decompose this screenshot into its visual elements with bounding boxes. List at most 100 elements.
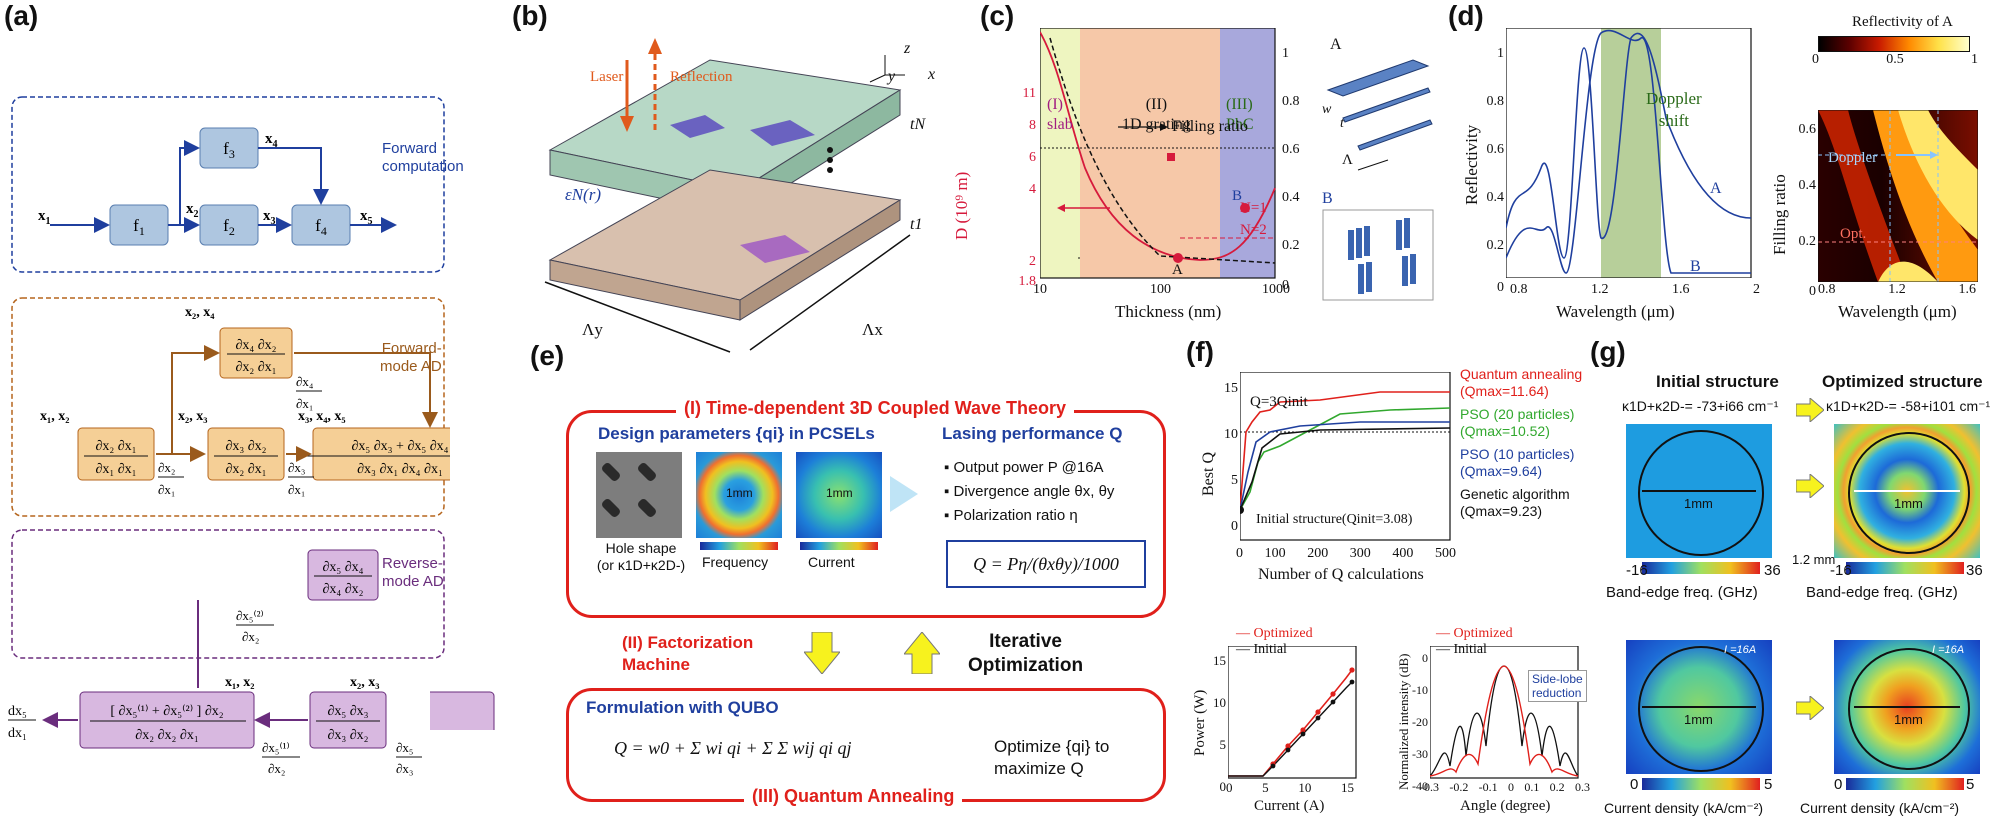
svg-text:∂x₁: ∂x₁: [288, 482, 305, 497]
forward-ad-label: Forward- mode AD: [380, 340, 442, 375]
forward-computation-label: Forward computation: [382, 140, 464, 175]
svg-text:f4: f4: [315, 216, 327, 238]
c-yticks-left: 11 8 6 4 2 1.8: [1018, 86, 1037, 289]
power-xticks: 0 5 10 15: [1226, 780, 1354, 795]
axis-y-label: y: [888, 68, 896, 85]
g-i16-opt: I =16A: [1932, 644, 1965, 656]
f-legend: Quantum annealing(Qmax=11.64) PSO (20 pa…: [1460, 366, 1582, 520]
panel-a-reverse-lower: [ ∂x₅⁽¹⁾ + ∂x₅⁽²⁾ ] ∂x₂ ∂x₂ ∂x₂ ∂x₁ ∂x₅ …: [8, 600, 422, 776]
mm-label-2: 1mm: [826, 486, 853, 500]
svg-text:x₂, x₃: x₂, x₃: [178, 409, 207, 424]
c-ylabel: D (10⁹ m): [952, 171, 971, 240]
hole-shape-label: Hole shape(or κ1D+κ2D-): [596, 540, 686, 573]
current-map: [796, 452, 882, 538]
c-region3: (III)PhC: [1226, 96, 1254, 133]
svg-text:∂x₅: ∂x₅: [396, 740, 413, 755]
f-xlabel: Number of Q calculations: [1258, 566, 1424, 583]
c-n1: N=1: [1240, 200, 1267, 216]
g-arrow-icon-1: [1795, 396, 1825, 427]
svg-text:x1: x1: [38, 208, 51, 227]
svg-text:∂x₂: ∂x₂: [242, 629, 259, 644]
svg-text:∂x₁: ∂x₁: [158, 482, 175, 497]
svg-text:[ ∂x₅⁽¹⁾ + ∂x₅⁽²⁾ ] ∂x₂: [ ∂x₅⁽¹⁾ + ∂x₅⁽²⁾ ] ∂x₂: [110, 704, 223, 719]
d-map-ylabel: Filling ratio: [1770, 174, 1789, 255]
d-map: [1818, 110, 1978, 282]
angle-xlabel: Angle (degree): [1460, 798, 1551, 814]
angle-xticks: -0.3 -0.2 -0.1 0 0.1 0.2 0.3: [1420, 780, 1590, 794]
power-legend: — Optimized — Initial: [1236, 626, 1313, 657]
svg-text:∂x₅ ∂x₄: ∂x₅ ∂x₄: [322, 560, 363, 575]
svg-text:∂x₄ ∂x₂: ∂x₄ ∂x₂: [235, 338, 276, 353]
panel-label-f: (f): [1186, 336, 1214, 367]
struct-b-label: B: [1322, 190, 1333, 207]
svg-text:∂x₅⁽¹⁾: ∂x₅⁽¹⁾: [262, 740, 290, 755]
reflection-label: Reflection: [670, 69, 733, 85]
d-curve-a: A: [1710, 180, 1722, 197]
f-yticks: 15 10 5 0: [1224, 381, 1238, 534]
g-band-tick-l2: -16: [1830, 562, 1852, 579]
panel-f-bestq-chart: [1240, 372, 1451, 541]
power-xlabel: Current (A): [1254, 798, 1325, 814]
svg-text:∂x₂ ∂x₂ ∂x₁: ∂x₂ ∂x₂ ∂x₁: [135, 728, 198, 743]
q-formula-box: Q = Pη/(θxθy)/1000: [946, 540, 1146, 588]
svg-text:x₁, x₂: x₁, x₂: [225, 675, 254, 690]
svg-text:x₃, x₄, x₅: x₃, x₄, x₅: [298, 409, 346, 424]
d-map-doppler: Doppler: [1828, 150, 1878, 166]
d-ylabel: Reflectivity: [1462, 124, 1481, 205]
svg-text:f2: f2: [223, 216, 235, 238]
g-mm-opt: 1mm: [1894, 496, 1923, 511]
g-arrow-icon-3: [1795, 694, 1825, 725]
d-curve-b: B: [1690, 258, 1701, 275]
c-xlabel: Thickness (nm): [1115, 302, 1222, 321]
svg-text:∂x₂ ∂x₁: ∂x₂ ∂x₁: [95, 439, 136, 454]
c-region2: (II)1D grating: [1122, 96, 1191, 133]
panel-label-d: (d): [1448, 0, 1484, 31]
d-map-opt: Opt.: [1840, 226, 1867, 242]
legend-pso20: PSO (20 particles)(Qmax=10.52): [1460, 406, 1575, 439]
d-yticks: 1 0.8 0.6 0.4 0.2 0: [1486, 46, 1505, 295]
panel-f-angle-chart: [1430, 646, 1579, 779]
legend-ga: Genetic algorithm(Qmax=9.23): [1460, 486, 1570, 519]
g-cur-tick-l2: 0: [1834, 776, 1843, 793]
panel-label-a: (a): [4, 0, 39, 31]
t1-label: t1: [910, 216, 923, 233]
g-cur-tick-r2: 5: [1966, 776, 1975, 793]
g-i16-init: I =16A: [1724, 644, 1757, 656]
d-xlabel: Wavelength (μm): [1556, 302, 1675, 321]
panel-label-e: (e): [530, 340, 565, 371]
svg-text:∂x₃: ∂x₃: [396, 761, 413, 776]
point-b-marker: [1240, 203, 1250, 213]
d-map-yticks: 0.6 0.4 0.2 0: [1798, 122, 1817, 299]
c-xtick-100: 100: [1150, 282, 1171, 297]
struct-lambda-label: Λ: [1342, 152, 1353, 168]
c-filling-ratio: Filling ratio: [1172, 118, 1248, 135]
g-mm-init: 1mm: [1684, 496, 1713, 511]
theory-title: (I) Time-dependent 3D Coupled Wave Theor…: [676, 398, 1075, 419]
panel-a-diagram: f3 f1 f2 f4 x1 x2 x4 x3 x5 ∂x₄ ∂x₂ ∂x₂ ∂…: [11, 96, 450, 659]
svg-text:∂x₃ ∂x₂: ∂x₃ ∂x₂: [225, 439, 266, 454]
struct-a-label: A: [1330, 36, 1342, 53]
panel-label-b: (b): [512, 0, 548, 31]
g-cur-cbar-2: [1846, 778, 1964, 790]
freq-label: Frequency: [702, 554, 769, 570]
up-arrow-icon: [902, 631, 942, 675]
current-label: Current: [808, 554, 855, 570]
f-ylabel: Best Q: [1200, 452, 1217, 496]
g-cur-tick-l1: 0: [1630, 776, 1639, 793]
panel-label-g: (g): [1590, 336, 1626, 367]
svg-text:dx₁: dx₁: [8, 726, 27, 741]
g-cur-label-1: Current density (kA/cm⁻²): [1604, 800, 1764, 816]
g-band-tick-l1: -16: [1626, 562, 1648, 579]
g-initial-title: Initial structure: [1656, 372, 1779, 391]
mm-label-1: 1mm: [726, 486, 753, 500]
svg-text:∂x₃: ∂x₃: [288, 460, 305, 475]
axis-x-label: x: [928, 66, 936, 83]
g-arrow-icon-2: [1795, 472, 1825, 503]
svg-text:∂x₄: ∂x₄: [296, 374, 314, 389]
svg-text:∂x₁ ∂x₁: ∂x₁ ∂x₁: [95, 462, 136, 477]
freq-colorbar: [700, 542, 778, 550]
